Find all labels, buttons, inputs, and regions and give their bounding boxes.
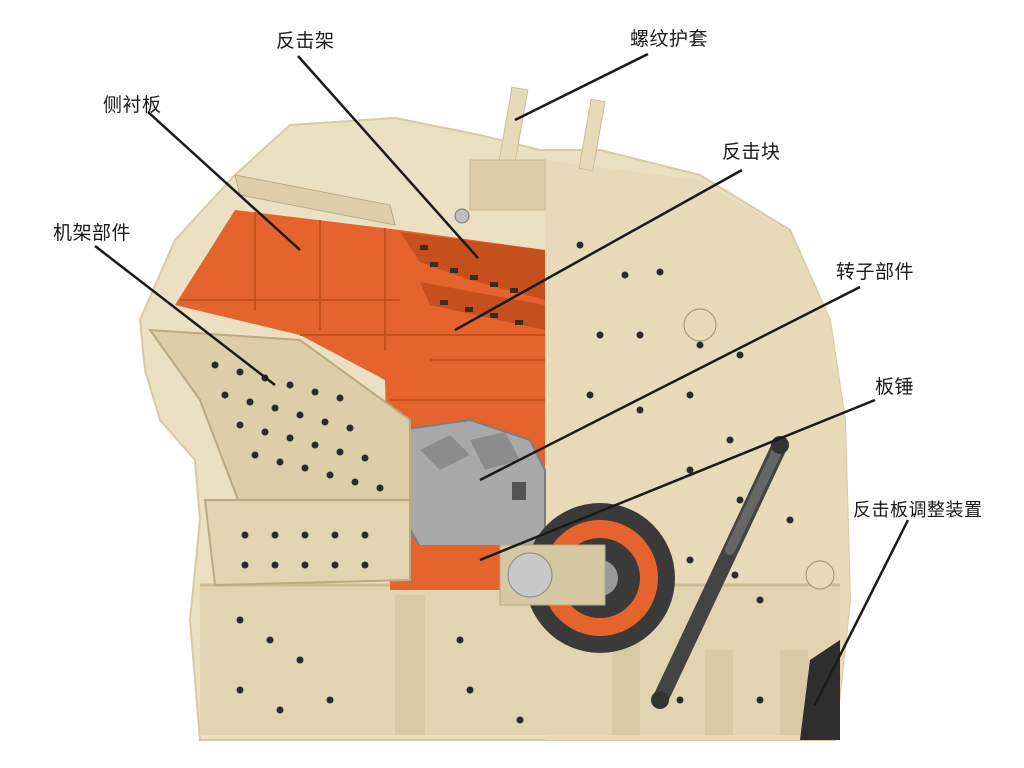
label-impact-plate-adjuster: 反击板调整装置: [853, 500, 983, 521]
label-frame-parts: 机架部件: [53, 222, 132, 244]
leader-lines: [94, 52, 910, 706]
body-bolts: [236, 241, 835, 724]
label-blow-bar: 板锤: [875, 376, 915, 398]
label-side-liner: 侧衬板: [103, 94, 162, 116]
label-impact-block: 反击块: [722, 141, 781, 163]
feed-frame: [147, 174, 411, 587]
label-rotor-parts: 转子部件: [836, 261, 915, 283]
label-impact-frame: 反击架: [276, 30, 335, 52]
flywheel: [499, 503, 675, 653]
label-thread-sleeve: 螺纹护套: [630, 28, 709, 50]
